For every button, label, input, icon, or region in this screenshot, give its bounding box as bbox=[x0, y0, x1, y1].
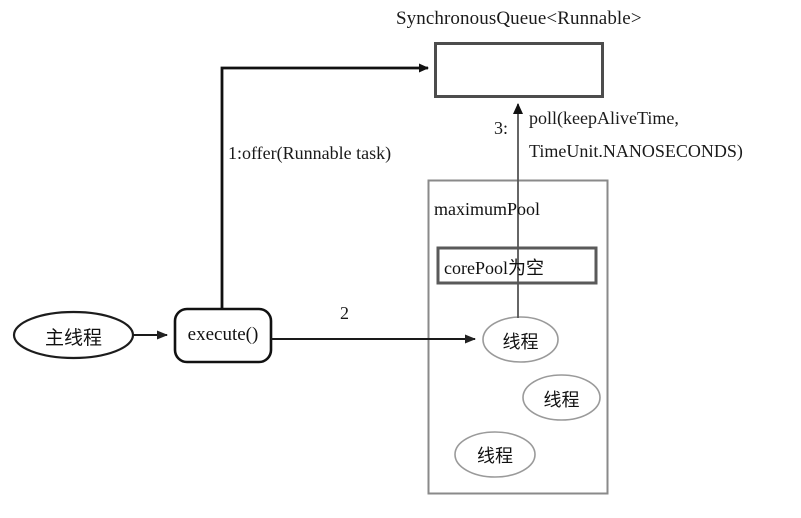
maximum-pool-label: maximumPool bbox=[434, 199, 541, 219]
edge-offer-label: 1:offer(Runnable task) bbox=[228, 143, 392, 163]
core-pool-box-shape[interactable] bbox=[436, 246, 598, 285]
thread-2-ellipse-shape[interactable] bbox=[522, 374, 601, 421]
core-pool-label: corePool为空 bbox=[444, 258, 544, 278]
edge-execute-thread-label: 2 bbox=[340, 303, 349, 323]
thread-3-label: 线程 bbox=[477, 446, 513, 466]
edge-offer-line bbox=[220, 63, 429, 309]
queue-box-shape[interactable] bbox=[434, 42, 604, 98]
execute-label: execute() bbox=[187, 324, 259, 345]
thread-2-label: 线程 bbox=[543, 390, 580, 410]
edge-poll-label-line2: TimeUnit.NANOSECONDS) bbox=[529, 141, 743, 161]
main-thread-label: 主线程 bbox=[44, 328, 102, 349]
thread-3-ellipse-shape[interactable] bbox=[454, 431, 536, 478]
edge-poll-label-line1: poll(keepAliveTime, bbox=[529, 108, 679, 128]
thread-1-ellipse-shape[interactable] bbox=[482, 316, 559, 363]
thread-1-label: 线程 bbox=[502, 332, 539, 352]
queue-title-label: SynchronousQueue<Runnable> bbox=[396, 8, 642, 29]
edge-poll-number-label: 3: bbox=[494, 118, 509, 138]
